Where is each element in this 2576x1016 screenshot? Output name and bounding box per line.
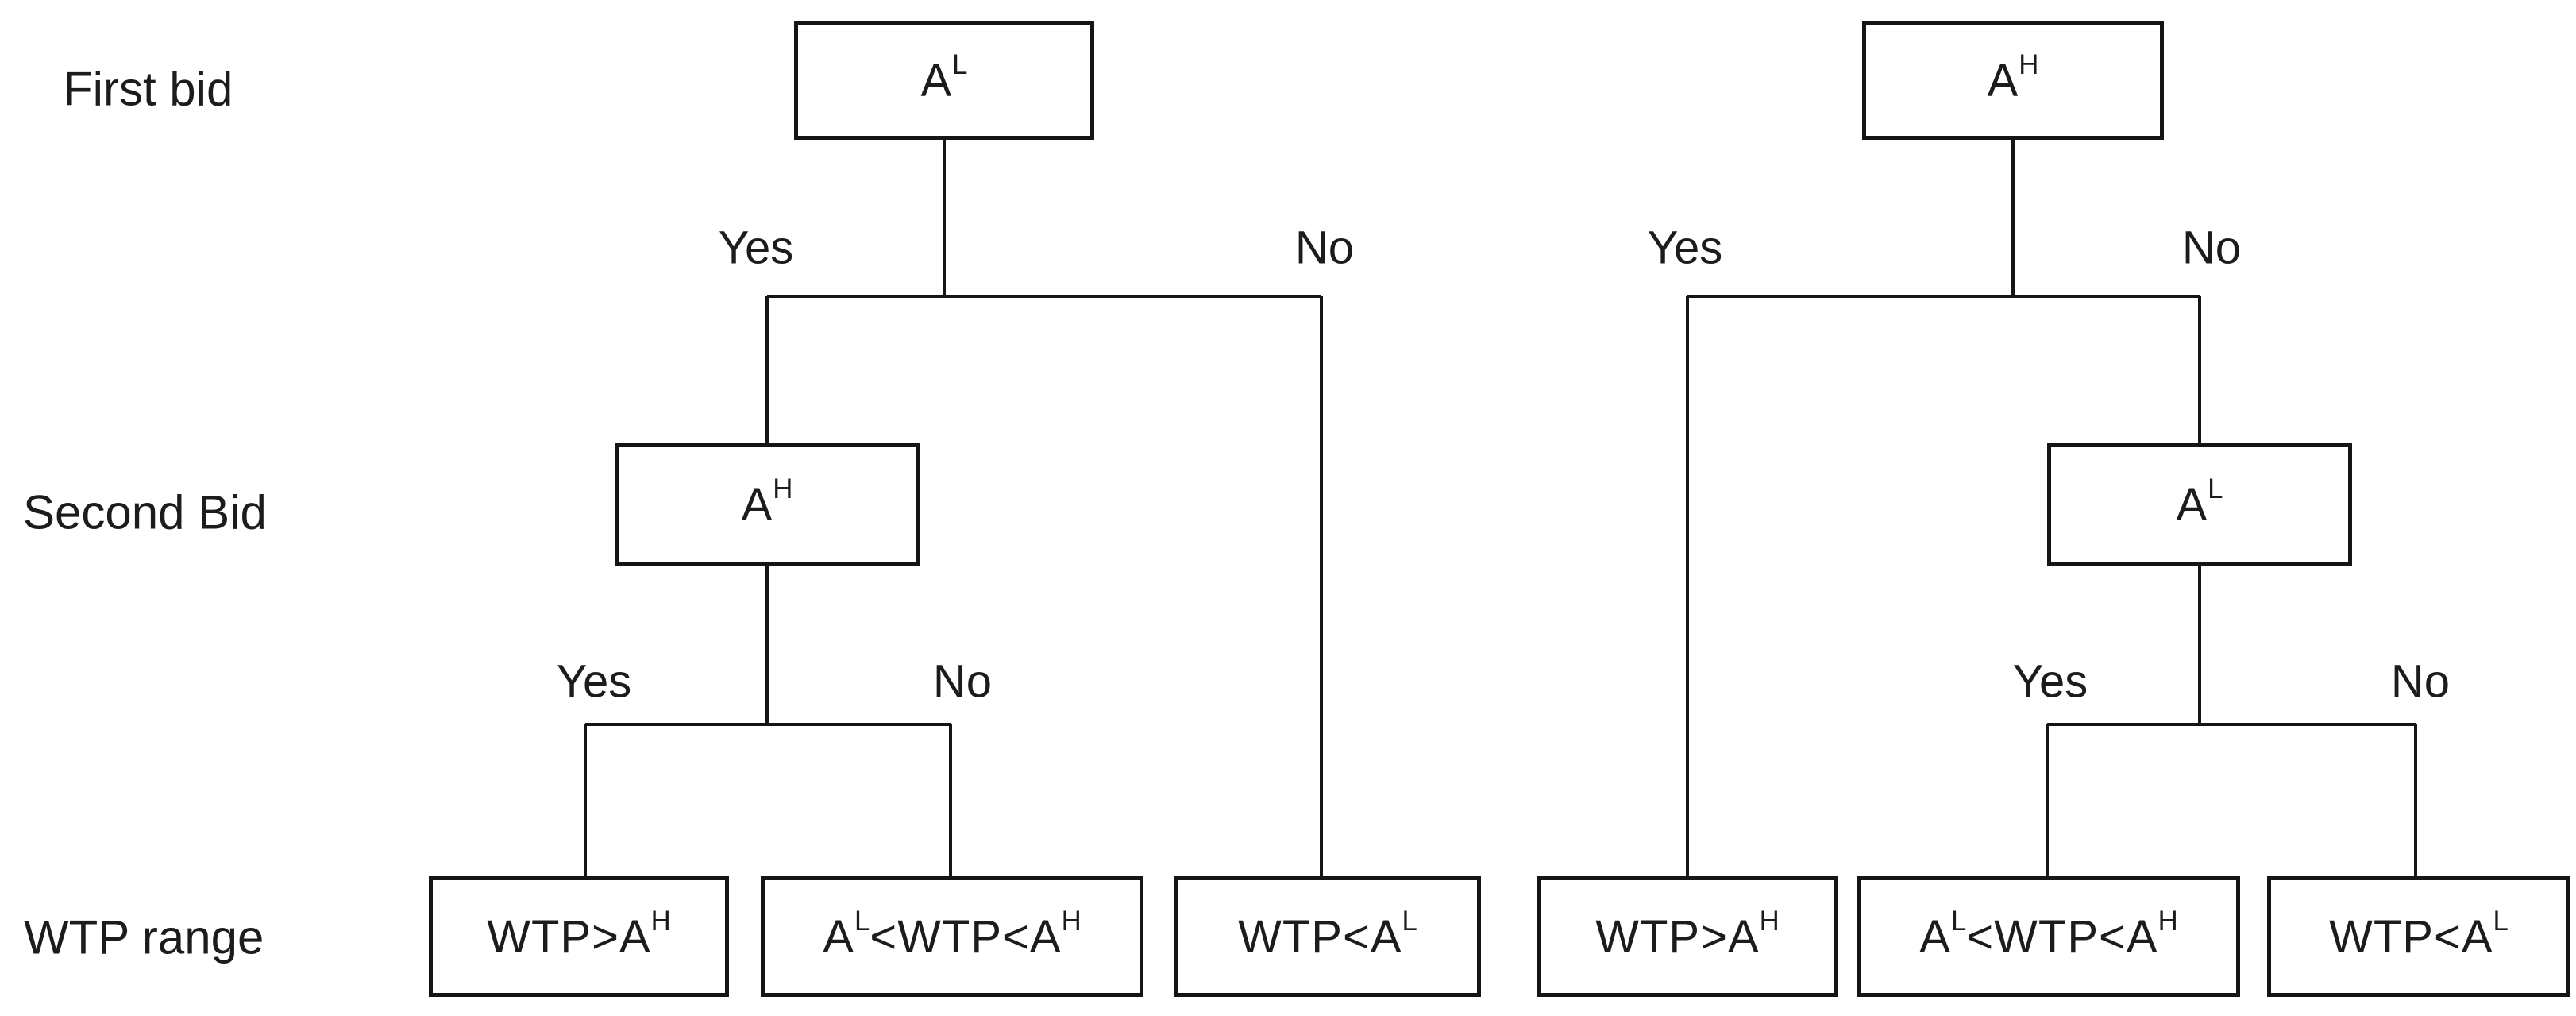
row-label-second-bid: Second Bid: [23, 485, 267, 539]
right-first-no-label: No: [2181, 222, 2242, 274]
left-second-yes-label: Yes: [556, 655, 632, 708]
row-label-wtp-range: WTP range: [24, 910, 264, 964]
right-first-yes-label: Yes: [1647, 222, 1723, 274]
left-first-yes-label: Yes: [718, 222, 794, 274]
row-label-first-bid: First bid: [64, 62, 233, 116]
right-second-yes-label: Yes: [2012, 655, 2088, 708]
left-second-no-label: No: [932, 655, 993, 708]
left-first-no-label: No: [1294, 222, 1355, 274]
right-second-no-label: No: [2390, 655, 2451, 708]
